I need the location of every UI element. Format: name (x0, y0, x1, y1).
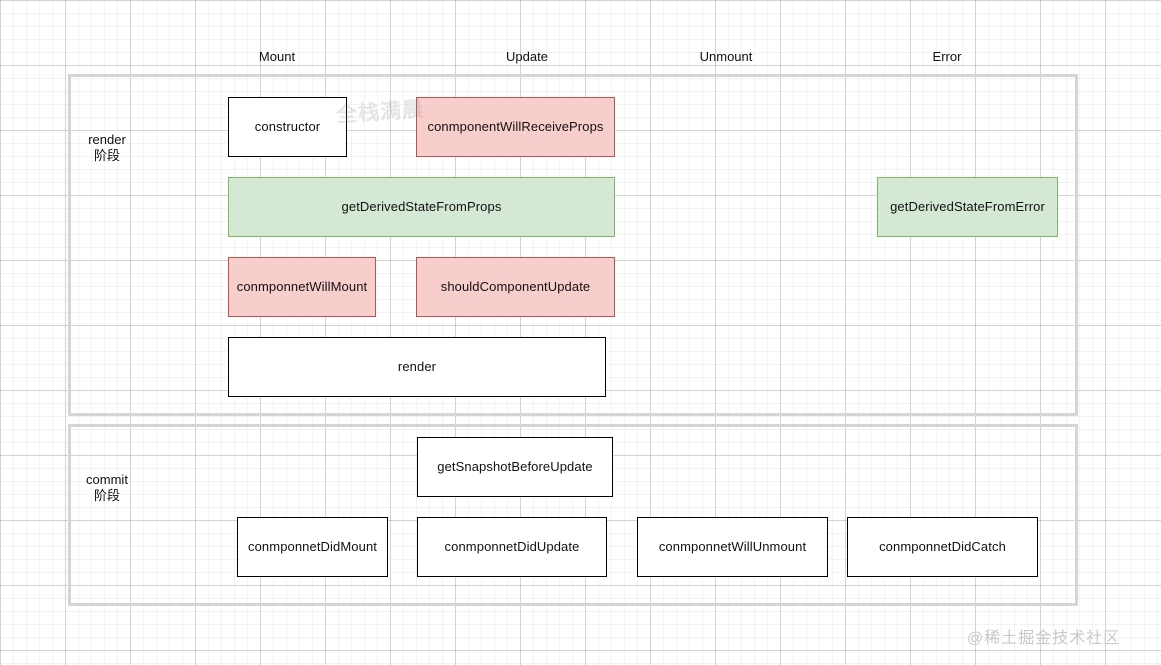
node-get-derived-state-from-error[interactable]: getDerivedStateFromError (877, 177, 1058, 237)
node-get-snapshot-before-update[interactable]: getSnapshotBeforeUpdate (417, 437, 613, 497)
commit-phase-label: commit 阶段 (67, 472, 147, 504)
column-header-unmount: Unmount (699, 49, 753, 64)
node-component-will-mount[interactable]: conmponnetWillMount (228, 257, 376, 317)
node-component-did-catch[interactable]: conmponnetDidCatch (847, 517, 1038, 577)
commit-phase-label-line2: 阶段 (93, 488, 120, 503)
node-component-will-unmount[interactable]: conmponnetWillUnmount (637, 517, 828, 577)
column-header-error: Error (932, 49, 962, 64)
node-component-did-mount[interactable]: conmponnetDidMount (237, 517, 388, 577)
column-header-update: Update (506, 49, 548, 64)
commit-phase-container (68, 424, 1078, 606)
node-get-derived-state-from-props[interactable]: getDerivedStateFromProps (228, 177, 615, 237)
render-phase-container (68, 74, 1078, 416)
node-should-component-update[interactable]: shouldComponentUpdate (416, 257, 615, 317)
node-component-did-update[interactable]: conmponnetDidUpdate (417, 517, 607, 577)
node-component-will-receive-props[interactable]: conmponentWillReceiveProps (416, 97, 615, 157)
render-phase-label-line2: 阶段 (93, 148, 120, 163)
column-header-mount: Mount (258, 49, 296, 64)
corner-watermark: @稀土掘金技术社区 (967, 630, 1121, 647)
render-phase-label: render 阶段 (67, 132, 147, 164)
node-constructor[interactable]: constructor (228, 97, 347, 157)
render-phase-label-line1: render (88, 132, 126, 147)
commit-phase-label-line1: commit (86, 472, 128, 487)
node-render[interactable]: render (228, 337, 606, 397)
